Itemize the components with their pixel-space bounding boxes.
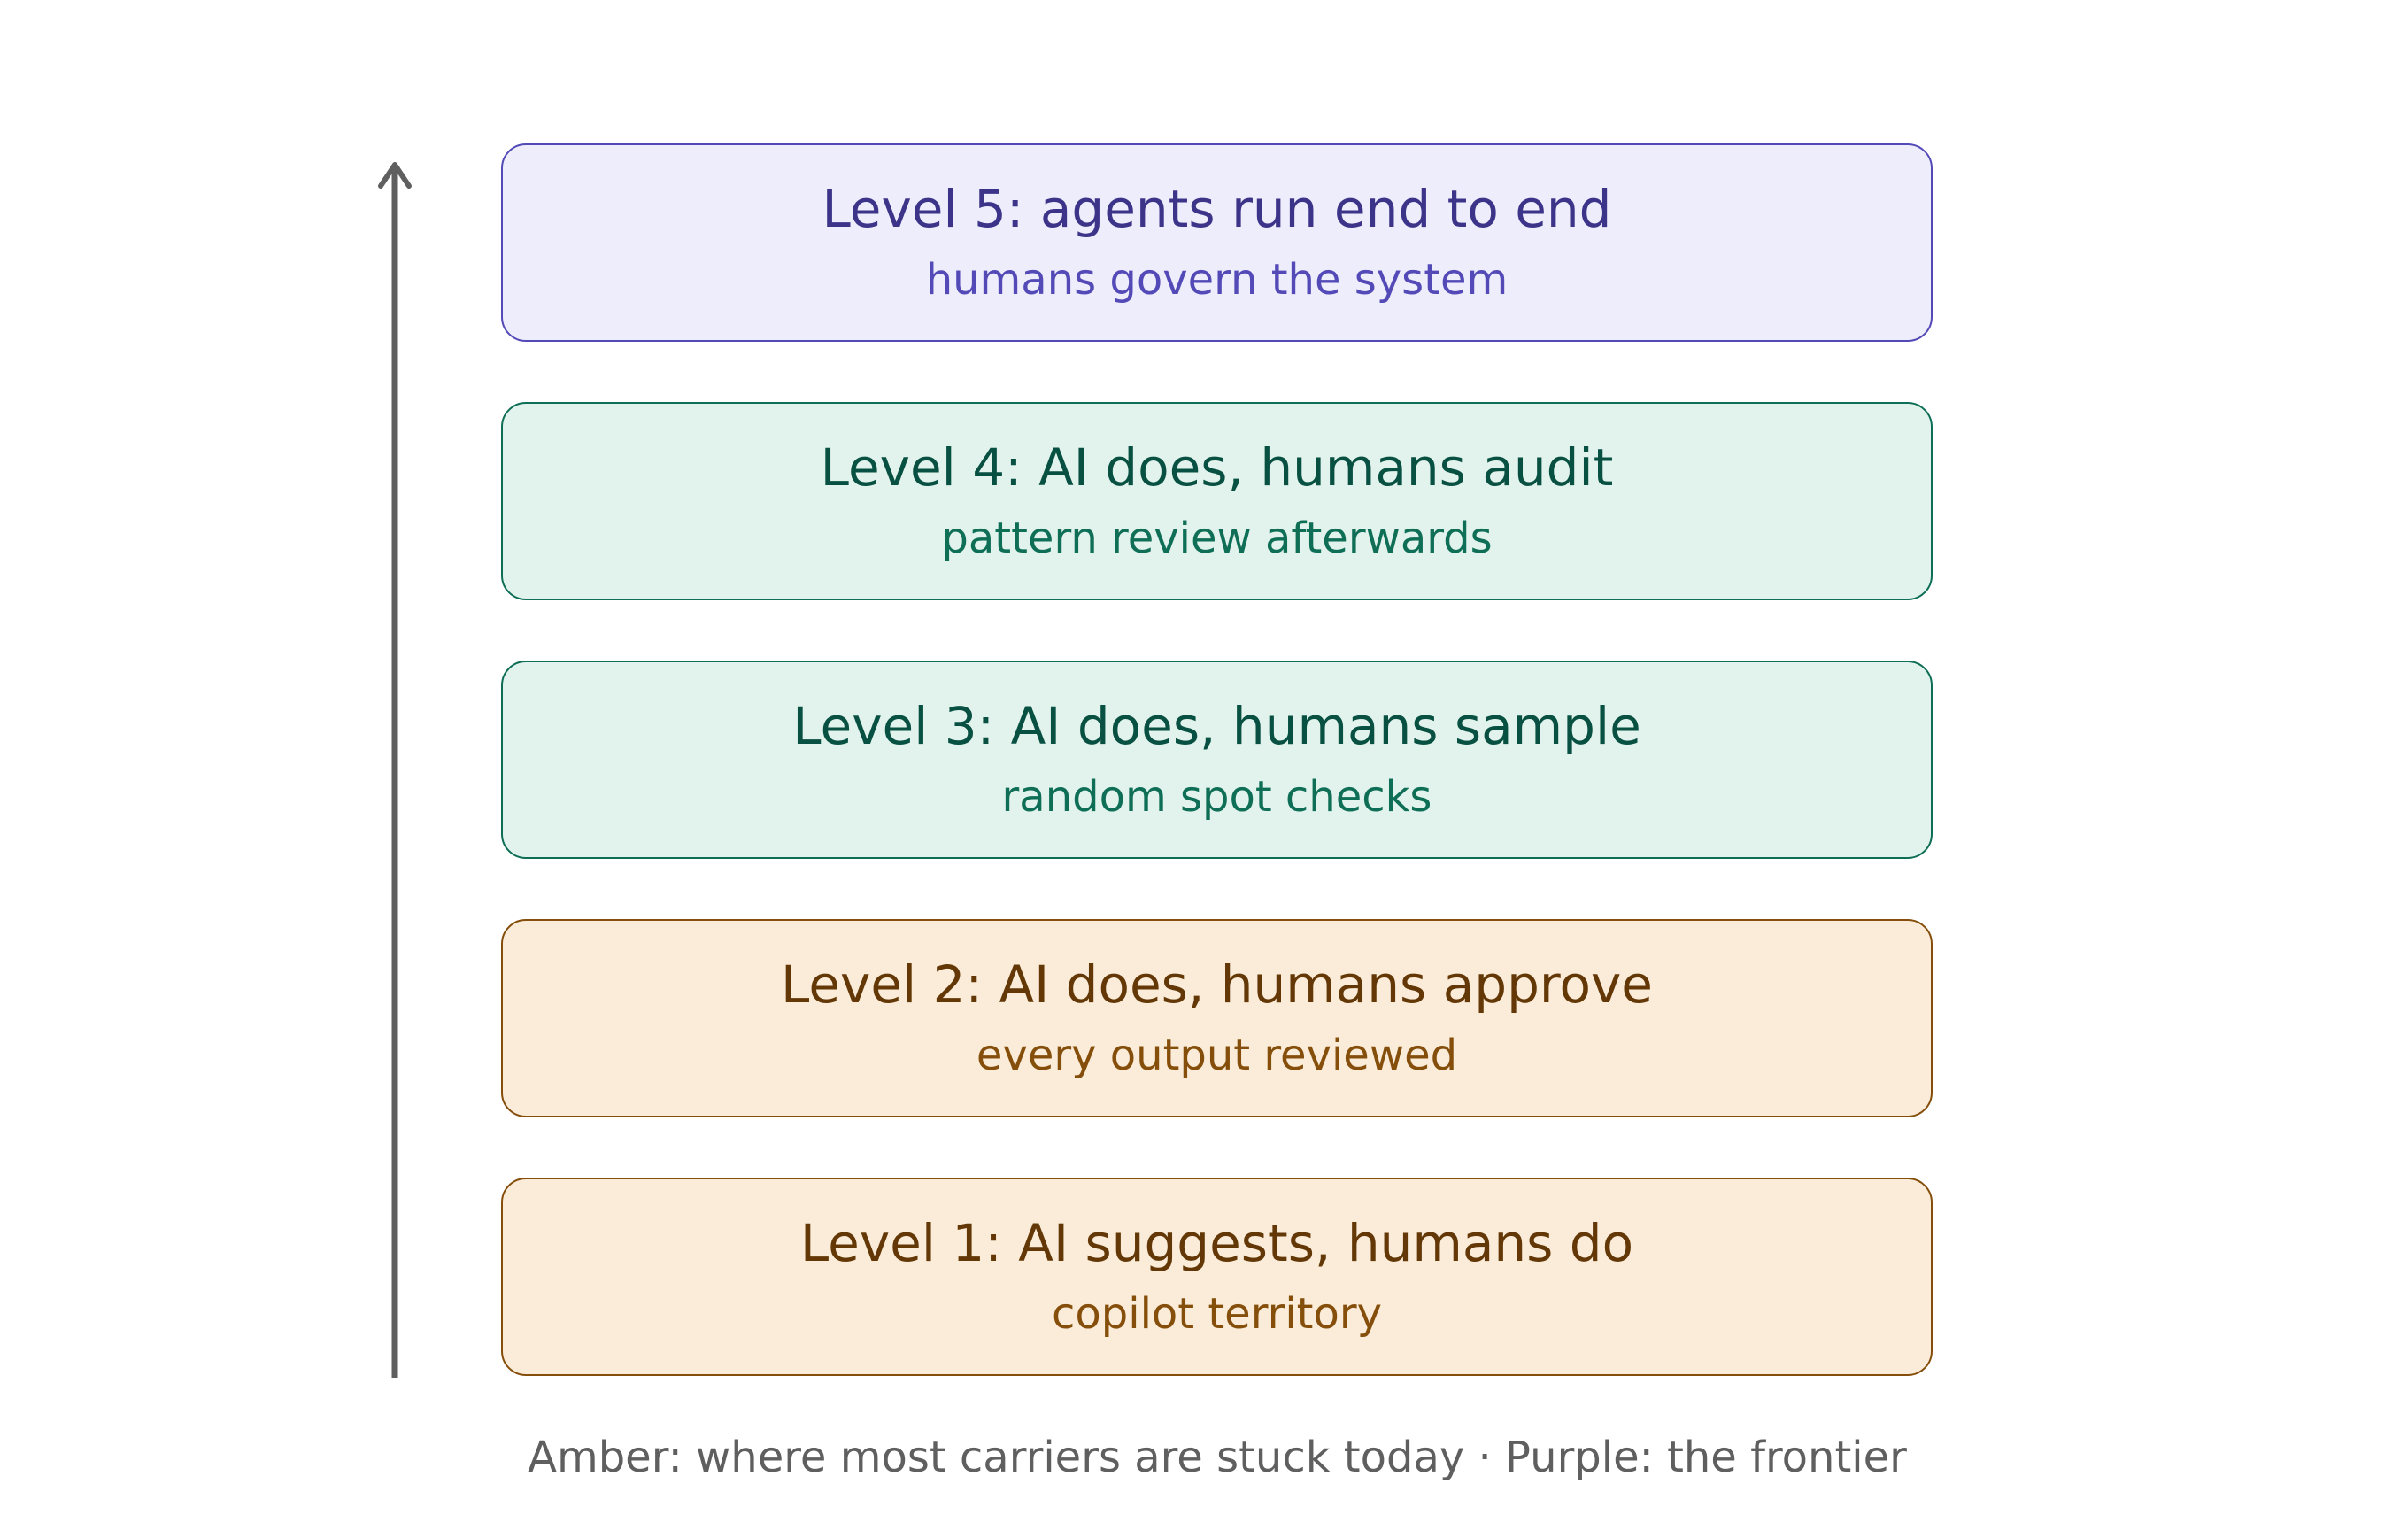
level-2-subtitle: every output reviewed <box>976 1031 1458 1080</box>
level-5-box: Level 5: agents run end to end humans go… <box>501 143 1933 342</box>
level-4-box: Level 4: AI does, humans audit pattern r… <box>501 402 1933 600</box>
level-5-title: Level 5: agents run end to end <box>822 179 1612 239</box>
level-1-box: Level 1: AI suggests, humans do copilot … <box>501 1178 1933 1376</box>
level-2-box: Level 2: AI does, humans approve every o… <box>501 919 1933 1117</box>
level-1-title: Level 1: AI suggests, humans do <box>799 1213 1634 1273</box>
level-2-title: Level 2: AI does, humans approve <box>781 954 1653 1015</box>
level-3-title: Level 3: AI does, humans sample <box>792 696 1641 756</box>
legend-caption: Amber: where most carriers are stuck tod… <box>528 1433 1907 1482</box>
arrow-head-icon <box>378 162 412 189</box>
level-4-subtitle: pattern review afterwards <box>941 514 1493 563</box>
level-3-subtitle: random spot checks <box>1001 772 1432 822</box>
level-4-title: Level 4: AI does, humans audit <box>820 437 1614 498</box>
level-1-subtitle: copilot territory <box>1052 1289 1382 1339</box>
level-3-box: Level 3: AI does, humans sample random s… <box>501 661 1933 859</box>
level-5-subtitle: humans govern the system <box>925 255 1509 305</box>
